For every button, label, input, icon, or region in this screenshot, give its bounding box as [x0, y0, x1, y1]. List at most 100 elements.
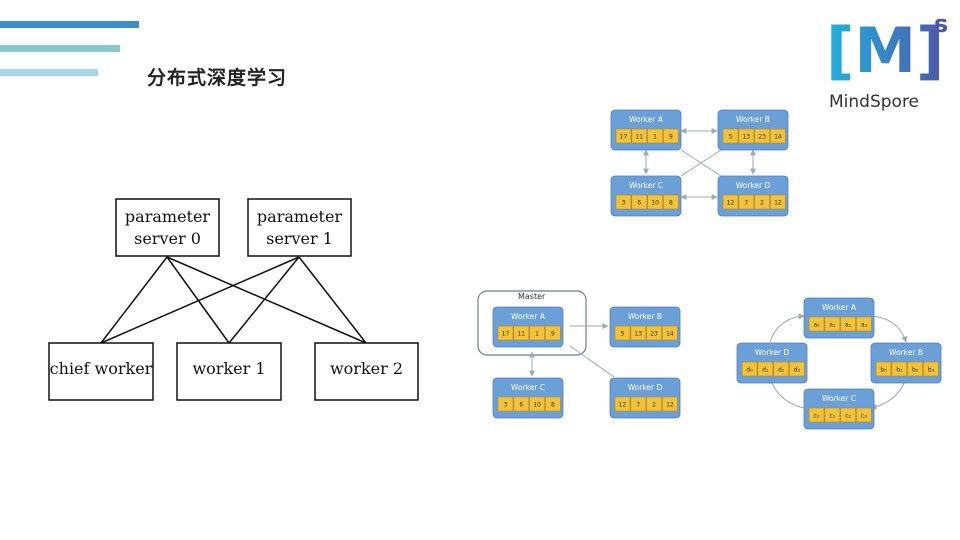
master-worker-d-cell: [630, 396, 647, 412]
ring-worker-a-cell-value: a₀: [813, 322, 820, 329]
mesh-worker-d-cell: [770, 194, 786, 210]
mesh-worker-a-cell: [647, 128, 663, 144]
mesh-worker-b-node-label: Worker B: [736, 115, 770, 124]
ring-worker-a-cell: [856, 316, 872, 332]
master-worker-b-cell-value: 14: [666, 331, 674, 338]
mesh-worker-c-cell: [631, 194, 648, 210]
mesh-worker-b-cell-value: 14: [774, 134, 782, 141]
chief-worker-box: chief worker: [48, 342, 154, 401]
ring-worker-d-cell-value: d₃: [794, 367, 801, 374]
parameter-server-1-box: parameter server 1: [247, 198, 352, 257]
ring-worker-c-node-label: Worker C: [822, 394, 856, 403]
parameter-server-diagram: parameter server 0 parameter server 1 ch…: [48, 198, 419, 401]
ring-worker-a-cell-value: a₂: [845, 322, 852, 329]
ring-worker-c-cell: [824, 407, 841, 423]
decor-bar-middle: [0, 45, 120, 52]
ring-worker-b-cell: [875, 361, 892, 377]
ring-worker-a-cell: [808, 316, 825, 332]
master-worker-d-node-label: Worker D: [628, 383, 663, 392]
ring-worker-c-cell-value: c₁: [829, 413, 835, 420]
master-worker-b-node: Worker B 5 13 23 14: [609, 306, 681, 348]
mesh-worker-b-cell: [722, 128, 739, 144]
ring-worker-b-cell: [923, 361, 939, 377]
mesh-worker-d-cell: [722, 194, 739, 210]
master-worker-b-cell: [646, 325, 662, 341]
worker-1-label: worker 1: [192, 359, 265, 378]
mesh-worker-b-cell-value: 23: [758, 134, 766, 141]
mesh-worker-a-cell: [663, 128, 679, 144]
ring-worker-b-node-label: Worker B: [889, 348, 923, 357]
master-worker-c-cell: [513, 396, 530, 412]
ring-worker-d-cell: [741, 361, 758, 377]
mesh-worker-b-cell: [770, 128, 786, 144]
brand-name: MindSpore: [829, 92, 920, 112]
master-worker-b-cell-value: 5: [621, 331, 625, 338]
mesh-worker-d-cell-value: 2: [760, 200, 764, 207]
master-worker-c-cell-value: 3: [504, 402, 508, 409]
ring-worker-c-cell-value: c₀: [814, 413, 820, 420]
logo-mark: [M]: [826, 14, 944, 87]
mesh-worker-c-cell: [615, 194, 632, 210]
ring-worker-b-cell-value: b₃: [928, 367, 935, 374]
ring-worker-d-cell: [773, 361, 789, 377]
ring-worker-d-cell-value: d₂: [778, 367, 785, 374]
master-worker-c-cell: [497, 396, 514, 412]
mesh-worker-a-cell-value: 1: [653, 134, 657, 141]
ring-worker-a-cell: [824, 316, 841, 332]
mesh-worker-a-cell: [615, 128, 632, 144]
master-worker-b-cell: [614, 325, 631, 341]
master-worker-b-node-label: Worker B: [628, 312, 662, 321]
master-label: Master: [518, 292, 546, 301]
ring-worker-d-cell: [789, 361, 805, 377]
master-worker-b-cell-value: 13: [634, 331, 642, 338]
mesh-worker-a-cell-value: 11: [635, 134, 643, 141]
mesh-worker-a-cell-value: 17: [620, 134, 628, 141]
mesh-connection-lines: [643, 128, 756, 200]
ps-connection-lines: [100, 256, 367, 344]
master-worker-c-cell-value: 10: [533, 402, 541, 409]
worker-2-label: worker 2: [330, 359, 403, 378]
ring-worker-c-cell: [840, 407, 856, 423]
master-worker-a-cell-value: 17: [502, 331, 510, 338]
mesh-worker-c-cell-value: 6: [637, 200, 641, 207]
mesh-worker-b-cell-value: 13: [742, 134, 750, 141]
ring-worker-b-cell: [891, 361, 908, 377]
ring-worker-d-node-label: Worker D: [755, 348, 790, 357]
mesh-worker-d-cell-value: 12: [727, 200, 735, 207]
master-worker-b-cell: [630, 325, 647, 341]
master-worker-a-cell-value: 11: [517, 331, 525, 338]
ring-worker-d-node: Worker D d₀ d₁ d₂ d₃: [736, 342, 808, 384]
master-worker-d-cell-value: 2: [652, 402, 656, 409]
master-connection-lines: [529, 323, 615, 378]
ring-worker-c-cell-value: c₂: [845, 413, 851, 420]
master-worker-d-cell: [646, 396, 662, 412]
master-worker-b-cell-value: 23: [650, 331, 658, 338]
mesh-worker-d-cell-value: 12: [774, 200, 782, 207]
mesh-worker-c-cell: [663, 194, 679, 210]
mesh-worker-c-cell-value: 10: [651, 200, 659, 207]
ring-worker-d-cell-value: d₀: [746, 367, 753, 374]
ring-worker-a-node-label: Worker A: [822, 303, 857, 312]
mesh-worker-d-node-label: Worker D: [736, 181, 771, 190]
chief-worker-label: chief worker: [50, 359, 153, 378]
ps1-line1: parameter: [257, 207, 343, 226]
ps0-line2: server 0: [134, 229, 201, 248]
master-worker-a-cell-value: 1: [535, 331, 539, 338]
ring-worker-b-cell-value: b₁: [896, 367, 903, 374]
ring-worker-d-cell-value: d₁: [762, 367, 769, 374]
parameter-server-0-box: parameter server 0: [115, 198, 220, 257]
master-worker-a-cell: [513, 325, 530, 341]
mesh-worker-c-cell: [647, 194, 663, 210]
logo-superscript: s: [934, 10, 948, 38]
mesh-worker-a-node-label: Worker A: [629, 115, 664, 124]
